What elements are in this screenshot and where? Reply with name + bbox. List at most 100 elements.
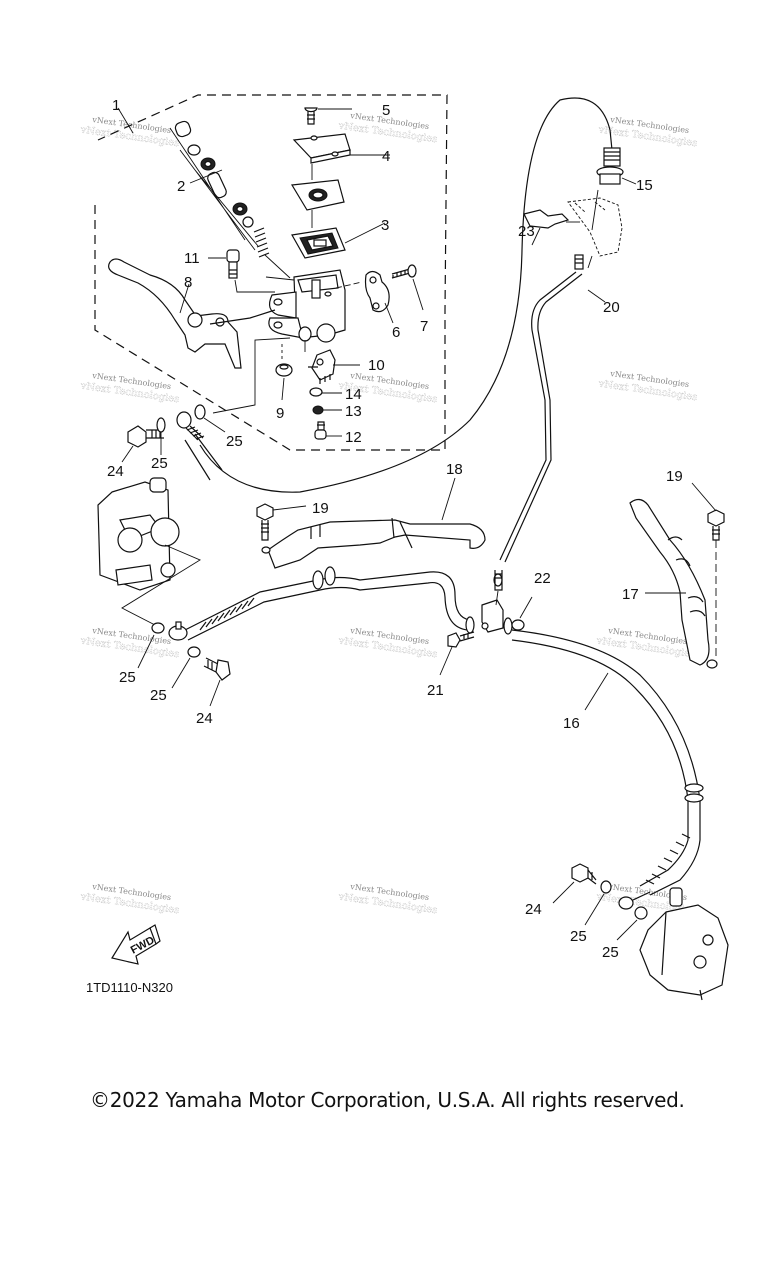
lower-right-brake-hose (511, 629, 704, 896)
screw-12 (314, 421, 327, 440)
callout-25-lower-right-b: 25 (602, 944, 619, 961)
callout-labels: 1 2 3 4 5 6 7 8 9 10 11 12 13 14 15 16 1… (107, 97, 683, 961)
copyright-notice: ©2022 Yamaha Motor Corporation, U.S.A. A… (90, 1088, 685, 1112)
diagram-reference-code: 1TD1110-N320 (86, 980, 173, 995)
callout-18: 18 (446, 461, 463, 478)
callout-8: 8 (184, 274, 192, 291)
bracket (567, 197, 623, 257)
handlebar-holder (364, 270, 390, 313)
lower-left-banjo (168, 621, 188, 641)
caliper-leader (121, 544, 201, 626)
callout-13: 13 (345, 403, 362, 420)
reservoir-cap (292, 133, 351, 164)
callout-1: 1 (112, 97, 120, 114)
piston-kit (169, 120, 291, 279)
leader-16 (584, 672, 609, 711)
leader-23 (531, 227, 541, 246)
leader-8 (179, 283, 190, 314)
leader-19b (691, 482, 717, 512)
diaphragm (291, 227, 346, 259)
watermark: vNext Technologies vNext Technologies (337, 882, 438, 917)
callout-24-lower-right: 24 (525, 901, 542, 918)
watermark: vNext Technologies vNext Technologies (337, 626, 438, 661)
hose-guide-18 (267, 517, 486, 569)
holder-bolt (391, 264, 417, 279)
callout-22: 22 (534, 570, 551, 587)
callout-24-upper: 24 (107, 463, 124, 480)
banjo-leader (212, 337, 291, 414)
leader-7 (412, 278, 424, 311)
callout-3: 3 (381, 217, 389, 234)
upper-brake-hose (199, 97, 613, 493)
leader-25c (137, 634, 155, 669)
forward-direction-indicator: FWD (111, 924, 161, 965)
callout-4: 4 (382, 148, 390, 165)
washer-25f (634, 906, 648, 920)
leader-25d (171, 657, 191, 689)
screw-5 (304, 107, 318, 125)
callout-5: 5 (382, 102, 390, 119)
leader-1 (117, 107, 134, 134)
callout-6: 6 (392, 324, 400, 341)
leader-24c (552, 881, 575, 904)
leader-21 (439, 646, 453, 676)
bolt-19-center (256, 503, 274, 554)
nut-9 (275, 363, 293, 377)
brake-switch (308, 349, 336, 384)
watermark: vNext Technologies vNext Technologies (79, 371, 180, 406)
callout-25-lower-right-a: 25 (570, 928, 587, 945)
lower-left-brake-hose (184, 566, 471, 641)
hose-fitting-15 (596, 147, 624, 185)
callout-20: 20 (603, 299, 620, 316)
banjo-lower-right (618, 891, 651, 910)
leader-25f (616, 919, 638, 941)
leader-24b (209, 679, 221, 707)
callout-7: 7 (420, 318, 428, 335)
brake-pipe-20 (499, 254, 584, 563)
callout-19-right: 19 (666, 468, 683, 485)
callout-19-center: 19 (312, 500, 329, 517)
brake-hose-joint (465, 570, 513, 635)
callout-2: 2 (177, 178, 185, 195)
assembly-boundary (94, 94, 448, 451)
leader-20 (587, 289, 606, 303)
watermark: vNext Technologies vNext Technologies (595, 626, 696, 661)
watermark: vNext Technologies vNext Technologies (597, 115, 698, 150)
banjo-bolt-lower-right (571, 863, 597, 885)
callout-23: 23 (518, 223, 535, 240)
leader-25e (584, 893, 605, 926)
right-brake-caliper (639, 887, 729, 1001)
watermark: vNext Technologies vNext Technologies (79, 115, 180, 150)
callout-25-upper-b: 25 (226, 433, 243, 450)
leader-19a (272, 505, 307, 511)
callout-12: 12 (345, 429, 362, 446)
callout-25-upper-a: 25 (151, 455, 168, 472)
diaphragm-plate (291, 179, 345, 211)
callout-10: 10 (368, 357, 385, 374)
washer-14 (309, 387, 323, 397)
washer-13 (312, 405, 324, 415)
upper-hose-end (176, 404, 223, 481)
leader-2 (189, 169, 223, 184)
callout-21: 21 (427, 682, 444, 699)
leader-6 (384, 302, 394, 324)
leader-24a (121, 445, 134, 463)
leader-22 (519, 596, 533, 619)
watermark: vNext Technologies vNext Technologies (79, 882, 180, 917)
callout-11: 11 (184, 250, 200, 267)
watermark: vNext Technologies vNext Technologies (79, 626, 180, 661)
washer-25c (151, 622, 165, 634)
master-cylinder-body (268, 269, 346, 343)
clip-23 (523, 209, 570, 229)
nut-22 (511, 619, 525, 631)
callout-25-lower-left-b: 25 (150, 687, 167, 704)
banjo-bolt-lower-left (203, 657, 231, 681)
callout-24-lower-left: 24 (196, 710, 213, 727)
pivot-bolt (226, 249, 275, 293)
leader-3 (344, 222, 386, 244)
leader-15 (621, 177, 637, 185)
callout-25-lower-left-a: 25 (119, 669, 136, 686)
bolt-19-right (706, 509, 725, 669)
watermark: vNext Technologies vNext Technologies (597, 369, 698, 404)
